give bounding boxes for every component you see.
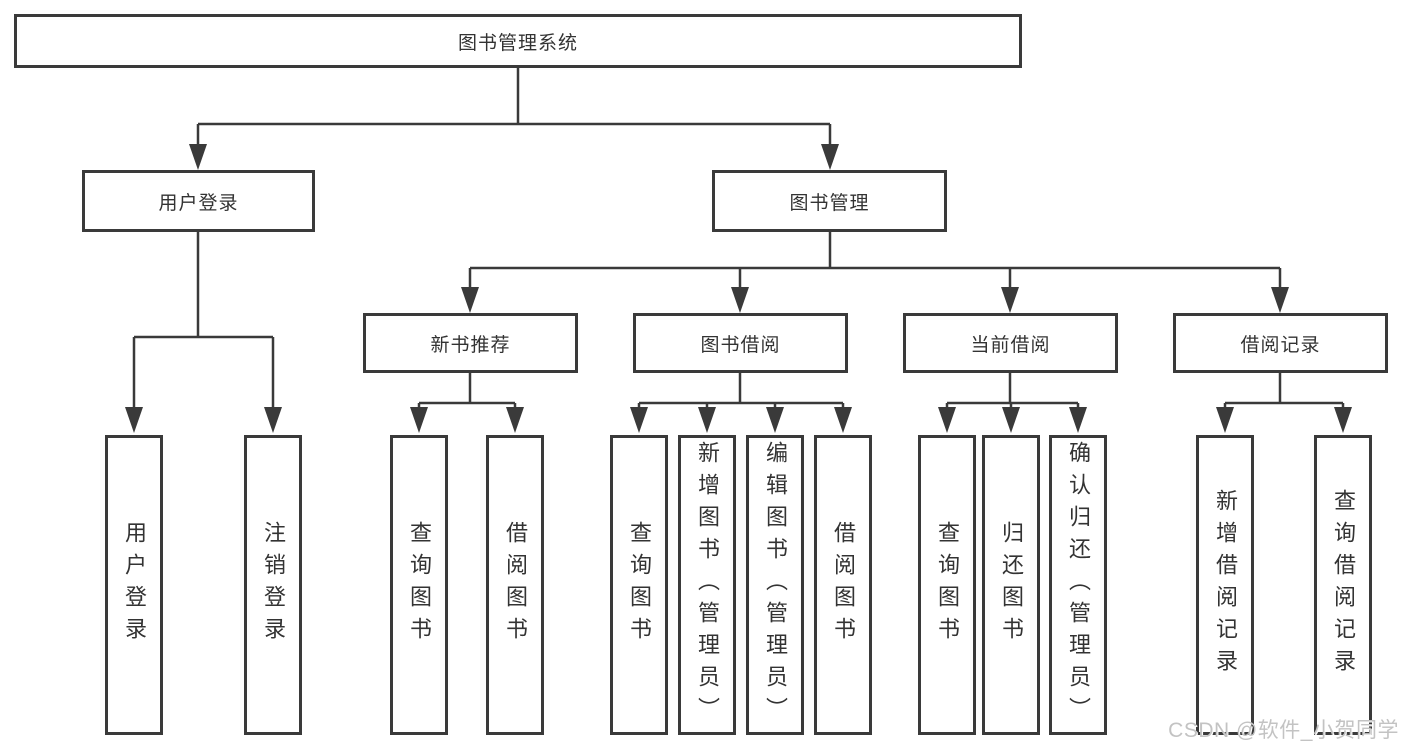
arrow-down-icon	[938, 407, 956, 433]
leaf-add-borrow-record: 新增借阅记录	[1196, 435, 1254, 735]
arrow-down-icon	[264, 407, 282, 433]
node-book-management: 图书管理	[712, 170, 947, 232]
arrow-down-icon	[1002, 407, 1020, 433]
node-book-borrow: 图书借阅	[633, 313, 848, 373]
node-label: 注销登录	[261, 521, 286, 649]
node-user-login: 用户登录	[82, 170, 315, 232]
node-label: 归还图书	[999, 521, 1024, 649]
connector-user-login-to-leaves	[125, 232, 282, 433]
leaf-query-books-current: 查询图书	[918, 435, 976, 735]
arrow-down-icon	[1216, 407, 1234, 433]
node-label: 图书管理系统	[457, 32, 578, 54]
arrow-down-icon	[189, 144, 207, 170]
node-label: 借阅图书	[503, 521, 528, 649]
node-label: 借阅记录	[1240, 334, 1321, 356]
leaf-query-books-recommend: 查询图书	[390, 435, 448, 735]
connector-book-borrow-to-leaves	[630, 373, 852, 433]
leaf-return-book: 归还图书	[982, 435, 1040, 735]
leaf-add-book-admin: 新增图书（管理员）	[678, 435, 736, 735]
leaf-borrow-books-recommend: 借阅图书	[486, 435, 544, 735]
node-label: 查询图书	[407, 521, 432, 649]
arrow-down-icon	[461, 287, 479, 313]
arrow-down-icon	[125, 407, 143, 433]
node-label: 用户登录	[158, 192, 239, 214]
node-label: 图书借阅	[700, 334, 781, 356]
connector-root-to-level2	[189, 68, 839, 170]
node-label: 新增借阅记录	[1213, 489, 1238, 681]
leaf-user-login: 用户登录	[105, 435, 163, 735]
arrow-down-icon	[1271, 287, 1289, 313]
arrow-down-icon	[821, 144, 839, 170]
leaf-logout-login: 注销登录	[244, 435, 302, 735]
leaf-borrow-books: 借阅图书	[814, 435, 872, 735]
node-label: 查询图书	[627, 521, 652, 649]
node-library-management-system: 图书管理系统	[14, 14, 1022, 68]
node-label: 查询借阅记录	[1331, 489, 1356, 681]
leaf-query-books-borrow: 查询图书	[610, 435, 668, 735]
leaf-confirm-return-admin: 确认归还（管理员）	[1049, 435, 1107, 735]
arrow-down-icon	[698, 407, 716, 433]
connector-book-management-to-level3	[461, 232, 1289, 313]
node-label: 新增图书（管理员）	[695, 441, 720, 729]
arrow-down-icon	[506, 407, 524, 433]
node-label: 图书管理	[789, 192, 870, 214]
node-label: 借阅图书	[831, 521, 856, 649]
node-new-book-recommend: 新书推荐	[363, 313, 578, 373]
leaf-edit-book-admin: 编辑图书（管理员）	[746, 435, 804, 735]
arrow-down-icon	[630, 407, 648, 433]
node-label: 用户登录	[122, 521, 147, 649]
arrow-down-icon	[1334, 407, 1352, 433]
connector-current-borrow-to-leaves	[938, 373, 1087, 433]
csdn-watermark: CSDN @软件_小贺同学	[1168, 719, 1399, 742]
leaf-query-borrow-record: 查询借阅记录	[1314, 435, 1372, 735]
arrow-down-icon	[410, 407, 428, 433]
node-label: 编辑图书（管理员）	[763, 441, 788, 729]
arrow-down-icon	[834, 407, 852, 433]
node-label: 新书推荐	[430, 334, 511, 356]
node-label: 确认归还（管理员）	[1066, 441, 1091, 729]
arrow-down-icon	[1001, 287, 1019, 313]
arrow-down-icon	[766, 407, 784, 433]
node-label: 查询图书	[935, 521, 960, 649]
node-borrow-records: 借阅记录	[1173, 313, 1388, 373]
node-current-borrow: 当前借阅	[903, 313, 1118, 373]
arrow-down-icon	[731, 287, 749, 313]
connector-new-book-recommend-to-leaves	[410, 373, 524, 433]
arrow-down-icon	[1069, 407, 1087, 433]
node-label: 当前借阅	[970, 334, 1051, 356]
connector-borrow-records-to-leaves	[1216, 373, 1352, 433]
